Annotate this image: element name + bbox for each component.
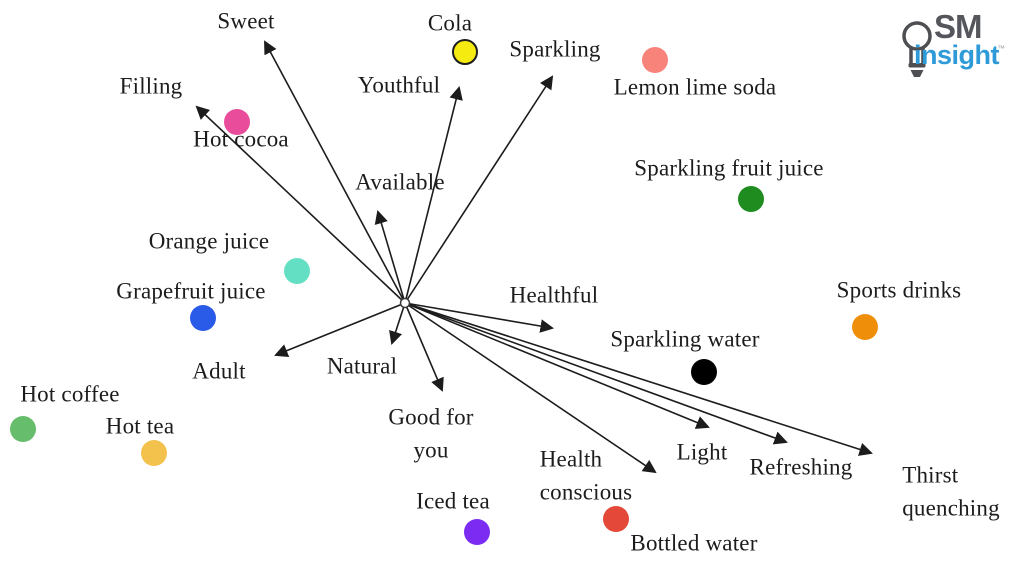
attribute-label-healthful: Healthful — [509, 282, 599, 308]
brand-dot-lemon-lime-soda — [642, 47, 668, 73]
sm-insight-logo: SM insight ™ — [894, 8, 1016, 86]
logo-sm-text: SM — [934, 8, 982, 45]
attribute-arrow-filling — [195, 105, 406, 304]
brand-dot-cola — [452, 39, 478, 65]
attribute-arrow-natural — [389, 302, 406, 345]
attribute-label-health-conscious: Health conscious — [539, 446, 633, 504]
brand-dot-hot-cocoa — [224, 109, 250, 135]
attribute-label-light: Light — [676, 439, 728, 465]
brand-label-cola: Cola — [427, 10, 473, 36]
brand-dot-sports-drinks — [852, 314, 878, 340]
brand-label-lemon-lime-soda: Lemon lime soda — [613, 74, 777, 100]
attribute-label-filling: Filling — [119, 73, 183, 99]
attribute-label-available: Available — [355, 169, 445, 195]
brand-label-iced-tea: Iced tea — [416, 488, 490, 514]
brand-label-bottled-water: Bottled water — [630, 530, 758, 556]
attribute-label-thirst-quenching: Thirst quenching — [902, 462, 1000, 520]
vectors-group — [195, 40, 873, 474]
brand-dot-grapefruit-juice — [190, 305, 216, 331]
attribute-arrow-sweet — [264, 40, 406, 304]
attribute-label-adult: Adult — [192, 358, 246, 384]
attribute-arrow-sparkling — [404, 75, 554, 304]
attribute-label-youthful: Youthful — [357, 72, 441, 98]
vector-origin-hub — [399, 297, 411, 309]
brand-dot-sparkling-fruit-juice — [738, 186, 764, 212]
brand-label-hot-cocoa: Hot cocoa — [193, 126, 289, 152]
brand-label-orange-juice: Orange juice — [148, 228, 270, 254]
attribute-label-refreshing: Refreshing — [749, 454, 853, 480]
attribute-label-good-for-you: Good for you — [388, 404, 474, 462]
brand-label-hot-tea: Hot tea — [105, 413, 175, 439]
brand-label-sports-drinks: Sports drinks — [836, 277, 962, 303]
brand-dot-hot-coffee — [10, 416, 36, 442]
brand-label-grapefruit-juice: Grapefruit juice — [116, 278, 266, 304]
attribute-arrow-thirst-quenching — [404, 302, 873, 456]
attribute-arrow-youthful — [404, 86, 463, 304]
lightbulb-icon — [902, 21, 932, 77]
attribute-label-natural: Natural — [326, 353, 398, 379]
brand-dot-sparkling-water — [691, 359, 717, 385]
attribute-label-sparkling: Sparkling — [509, 36, 601, 62]
logo-insight-text: insight — [914, 40, 1000, 70]
brand-dot-hot-tea — [141, 440, 167, 466]
attribute-arrow-available — [374, 210, 406, 304]
attribute-arrow-healthful — [404, 302, 555, 333]
brand-label-hot-coffee: Hot coffee — [20, 381, 120, 407]
attribute-arrow-light — [404, 302, 710, 429]
attribute-arrow-good-for-you — [404, 302, 444, 392]
attribute-arrow-refreshing — [404, 302, 788, 445]
logo-trademark: ™ — [997, 44, 1005, 53]
attribute-arrow-adult — [274, 302, 406, 357]
attribute-arrow-health-conscious — [404, 302, 657, 474]
brand-dot-bottled-water — [603, 506, 629, 532]
brand-label-sparkling-fruit-juice: Sparkling fruit juice — [634, 155, 824, 181]
brand-label-sparkling-water: Sparkling water — [610, 326, 760, 352]
attribute-label-sweet: Sweet — [217, 8, 275, 34]
brand-dot-orange-juice — [284, 258, 310, 284]
brand-dot-iced-tea — [464, 519, 490, 545]
